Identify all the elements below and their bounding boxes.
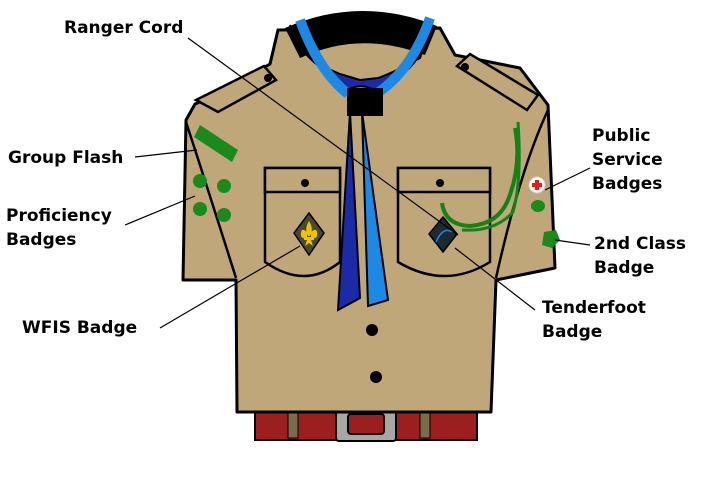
label-text: Service — [592, 150, 663, 170]
proficiency-leader — [124, 195, 196, 226]
tenderfoot-badge — [428, 215, 458, 254]
wfis-leader — [159, 245, 301, 329]
collar — [285, 10, 437, 58]
label-text: Badges — [6, 230, 77, 250]
second-class-leader — [554, 239, 591, 246]
label-text: Tenderfoot — [542, 298, 646, 318]
label-text: WFIS Badge — [22, 318, 138, 338]
wfis-badge — [293, 211, 325, 257]
label-text: Group Flash — [8, 148, 124, 168]
ranger-cord — [440, 127, 520, 229]
label-text: Public — [592, 126, 651, 146]
group-flash — [194, 125, 238, 162]
label-text: Ranger Cord — [64, 18, 184, 38]
red-cross-icon — [532, 180, 542, 190]
leader-lines — [124, 37, 591, 329]
shirt-button — [366, 324, 378, 336]
shirt-button — [370, 371, 382, 383]
ranger-cord-leader — [187, 37, 459, 236]
label-proficiency-badges: Proficiency Badges — [6, 204, 112, 252]
label-text: Badge — [594, 258, 655, 278]
public-service-badge — [528, 176, 546, 212]
public-service-leader — [544, 167, 591, 191]
right-epaulette — [454, 52, 540, 112]
label-text: Badges — [592, 174, 663, 194]
tenderfoot-leader — [454, 247, 536, 311]
group-flash-leader — [134, 149, 198, 158]
label-group-flash: Group Flash — [8, 146, 123, 170]
proficiency-badges — [193, 174, 231, 222]
label-ranger-cord: Ranger Cord — [64, 16, 183, 40]
fleur-de-lis-icon — [300, 221, 318, 246]
label-tenderfoot-badge: Tenderfoot Badge — [542, 296, 646, 344]
label-wfis-badge: WFIS Badge — [22, 316, 137, 340]
label-text: 2nd Class — [594, 234, 687, 254]
label-text: Proficiency — [6, 206, 112, 226]
label-text: Badge — [542, 322, 603, 342]
label-public-service-badges: Public Service Badges — [592, 124, 663, 196]
second-class-badge — [542, 230, 560, 248]
label-second-class-badge: 2nd Class Badge — [594, 232, 686, 280]
